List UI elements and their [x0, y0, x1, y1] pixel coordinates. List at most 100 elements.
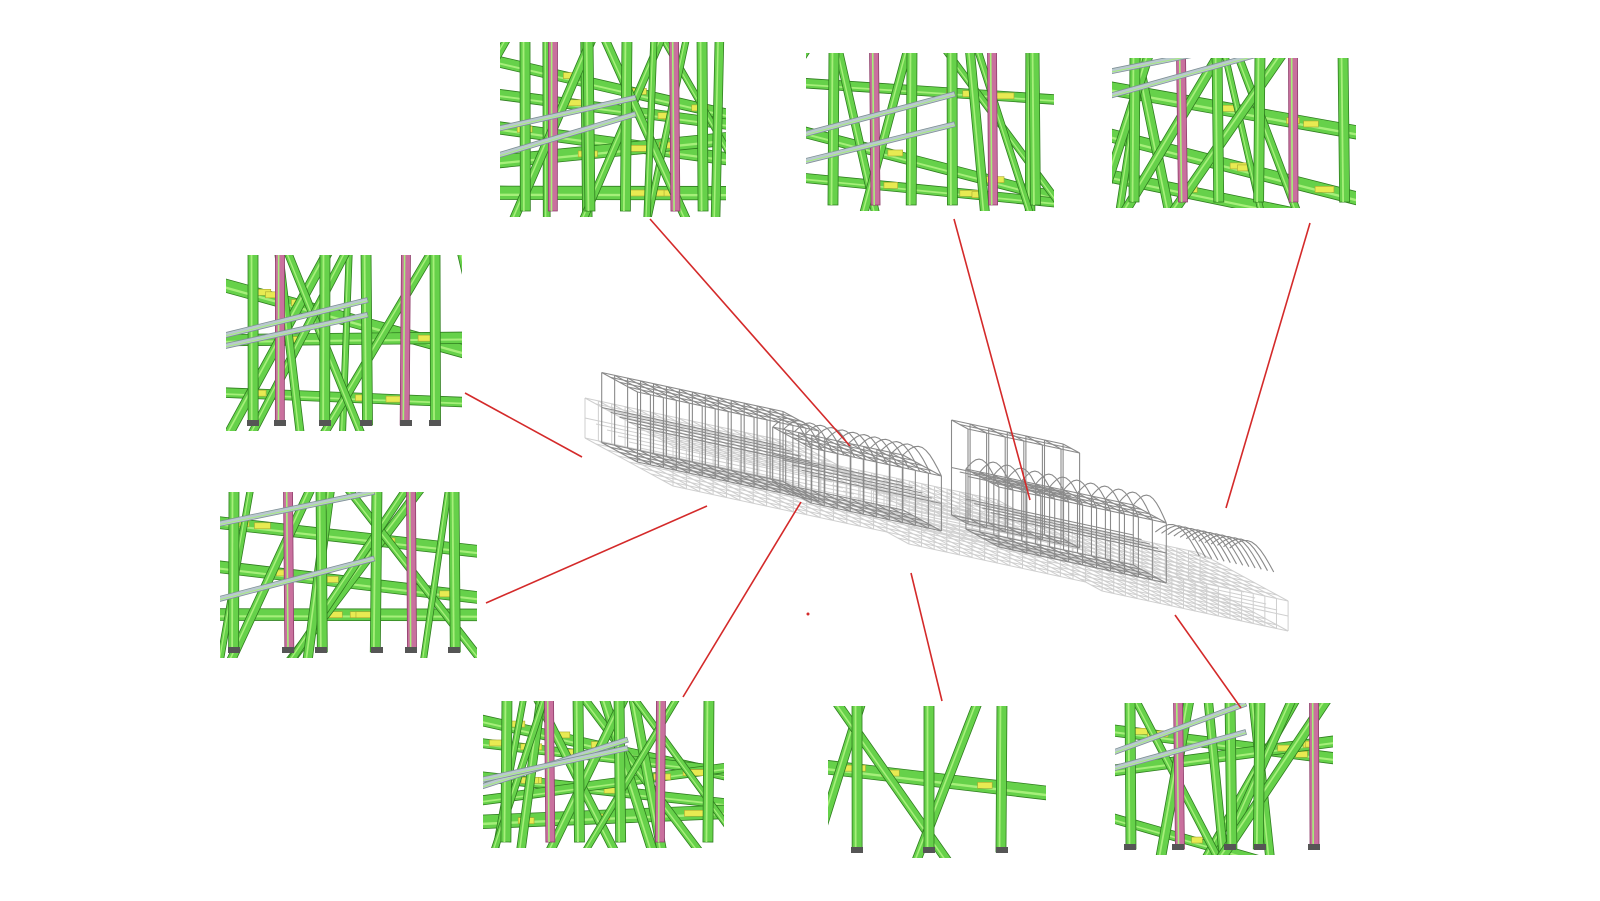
barrel-roof-arch [859, 436, 899, 467]
barrel-roof-arch [848, 434, 888, 465]
tower-frame-beam [959, 423, 1072, 450]
column-pink [283, 492, 295, 653]
diagonal-brace [834, 53, 880, 211]
podium-center-beam [842, 490, 1020, 530]
hall-east-beam [998, 546, 1167, 584]
hall-west-beam [619, 451, 802, 492]
silver-brace-highlight [1112, 58, 1183, 73]
podium-east-beam [1068, 557, 1256, 599]
podium-west-beam [639, 467, 855, 515]
diagonal-brace-highlight [646, 42, 686, 217]
portal-frame-detail-icon [1115, 703, 1333, 855]
column-highlight [1256, 58, 1260, 202]
column-highlight [1214, 58, 1219, 203]
base-plate-icon [429, 420, 441, 426]
hall-middle-beam [801, 497, 932, 527]
column-pink-highlight [402, 255, 406, 425]
base-plate-icon [1172, 844, 1184, 850]
column [851, 706, 863, 853]
column [1028, 53, 1041, 206]
base-plate-icon [923, 847, 935, 853]
beam-highlight [500, 95, 726, 127]
hall-west-beam [610, 446, 793, 487]
barrel-roof-arch [1035, 473, 1070, 503]
column-pink-highlight [546, 701, 550, 843]
connection-plate [1237, 164, 1248, 172]
hall-west-beam [637, 461, 819, 502]
diagonal-column-base-detail-icon [828, 706, 1046, 858]
column-pink-highlight [989, 53, 993, 206]
podium-center-beam [875, 491, 1053, 531]
podium-center-beam [908, 543, 1086, 583]
column-pink-highlight [1290, 58, 1293, 203]
diagonal-brace [516, 701, 546, 848]
column-pink [544, 701, 556, 843]
steel-members [500, 42, 726, 217]
hall-east-beam [998, 516, 1167, 554]
column-brace-detail-icon [1112, 58, 1356, 208]
barrel-roof-arch [1077, 482, 1112, 512]
hall-middle-beam [772, 453, 904, 484]
column-highlight [1255, 703, 1260, 849]
column-pink [655, 701, 666, 843]
podium-east-beam [1079, 578, 1267, 620]
silver-brace-highlight [806, 94, 956, 136]
barrel-roof-arch [891, 443, 932, 474]
beam [1115, 813, 1259, 855]
beam-highlight [806, 83, 1054, 102]
podium-west-beam [661, 459, 877, 507]
silver-brace-highlight [806, 124, 956, 163]
column-pink-highlight [1311, 703, 1314, 850]
column [619, 42, 633, 212]
column [905, 53, 918, 206]
silver-brace [500, 94, 637, 132]
column [1252, 703, 1266, 850]
base-plate-icon [228, 647, 240, 653]
diagonal-brace-highlight [1206, 703, 1223, 855]
column [319, 255, 331, 426]
column [995, 706, 1008, 853]
hall-east-beam [974, 502, 1142, 541]
diagonal-brace [965, 53, 990, 211]
column-pink-highlight [285, 492, 289, 653]
hall-middle-girder [902, 509, 942, 532]
silver-brace-highlight [220, 492, 375, 525]
connection-plate [254, 522, 271, 530]
column [369, 492, 383, 653]
hall-west-beam [628, 456, 810, 497]
tower-frame-beam [951, 514, 1064, 540]
base-plate-icon [247, 420, 259, 426]
silver-brace [226, 311, 369, 349]
base-plate-icon [371, 647, 383, 653]
base-plate-icon [282, 647, 294, 653]
diagonal-brace [420, 492, 452, 658]
diagonal-brace [583, 701, 680, 848]
column-pink [1309, 703, 1320, 850]
hall-middle-beam [772, 481, 904, 511]
column [519, 42, 531, 212]
column [1124, 703, 1137, 850]
connection-plate [1303, 120, 1319, 128]
hall-middle-beam [791, 491, 923, 522]
diagonal-brace [546, 701, 629, 848]
column-pink-highlight [1175, 703, 1180, 850]
column-pink [406, 492, 417, 653]
silver-brace-highlight [1115, 703, 1247, 754]
podium-center-beam [864, 519, 1042, 559]
diagonal-brace [833, 706, 952, 858]
detail-panel-top-right [1112, 58, 1356, 208]
diagonal-brace [1121, 58, 1223, 208]
podium-center-beam [886, 531, 1064, 571]
column-highlight [585, 42, 590, 212]
podium-east-beam [1079, 548, 1267, 590]
x-bracing-detail-icon [226, 255, 462, 431]
barrel-roof-arch [902, 445, 942, 477]
detail-panel-mid-left-upper [226, 255, 462, 431]
column-highlight [908, 53, 912, 205]
diagonal-brace-highlight [634, 701, 724, 824]
column-pink [1288, 58, 1299, 203]
column-highlight [998, 706, 1002, 852]
base-plate-icon [1308, 844, 1320, 850]
beam-column-joint-detail-icon [806, 53, 1054, 211]
